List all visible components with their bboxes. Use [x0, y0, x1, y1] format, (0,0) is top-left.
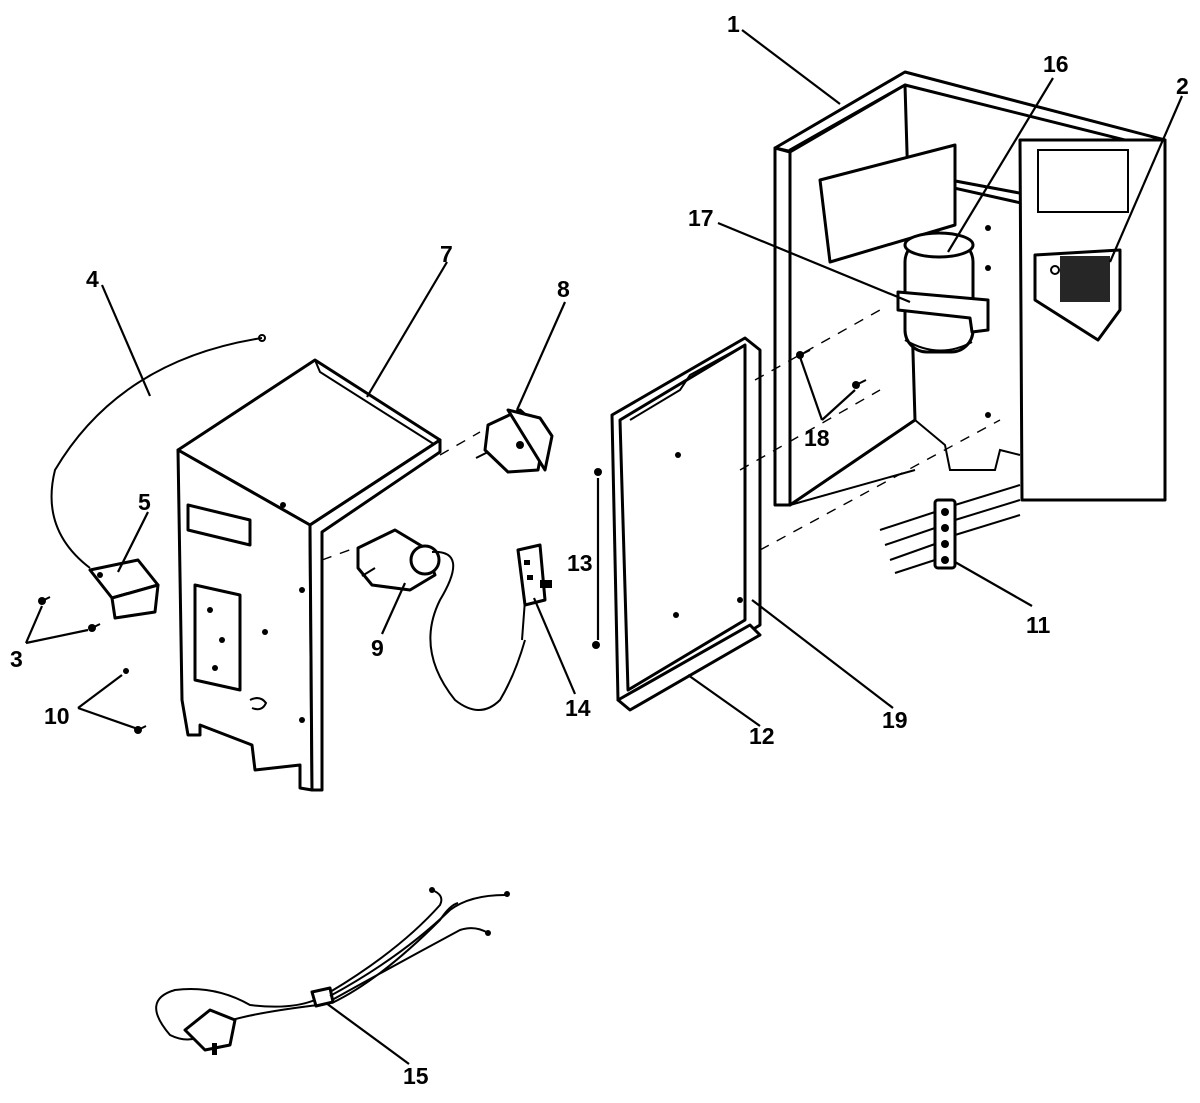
alignment-lines	[321, 309, 1001, 561]
callout-labels: 1 2 3 4 5 7 8 9 10 11 12 13 14 15 16 17 …	[10, 11, 1189, 1089]
part-11-terminal-block	[879, 484, 1021, 574]
callout-5: 5	[138, 489, 151, 515]
callout-4: 4	[86, 266, 99, 292]
part-5-switch	[88, 558, 160, 620]
callout-7: 7	[440, 241, 453, 267]
leader-lines	[24, 29, 1184, 1065]
part-13-screws	[592, 468, 602, 649]
callout-16: 16	[1043, 51, 1069, 77]
part-15-power-cord	[155, 887, 510, 1055]
callout-9: 9	[371, 635, 384, 661]
part-19-control-panel	[610, 336, 762, 707]
part-3-screws	[38, 596, 101, 632]
callout-12: 12	[749, 723, 775, 749]
callout-18: 18	[804, 425, 830, 451]
part-2-grille	[1033, 248, 1122, 342]
part-8-selector-switch	[475, 408, 554, 474]
callout-13: 13	[567, 550, 593, 576]
callout-1: 1	[727, 11, 740, 37]
callout-19: 19	[882, 707, 908, 733]
part-4-wire-lead	[50, 334, 266, 569]
part-14-bracket	[516, 543, 552, 641]
callout-11: 11	[1026, 612, 1051, 638]
callout-2: 2	[1176, 73, 1189, 99]
callout-8: 8	[557, 276, 570, 302]
part-9-thermostat	[356, 528, 526, 711]
part-10-screws	[123, 668, 147, 734]
callout-14: 14	[565, 695, 591, 721]
part-1-cabinet-housing	[773, 70, 1167, 507]
part-17-capacitor-strap	[896, 290, 990, 352]
callout-17: 17	[688, 205, 714, 231]
callout-15: 15	[403, 1063, 429, 1089]
part-12-panel-flange	[616, 623, 762, 712]
callout-3: 3	[10, 646, 23, 672]
part-7-control-box	[176, 358, 442, 792]
callout-10: 10	[44, 703, 70, 729]
